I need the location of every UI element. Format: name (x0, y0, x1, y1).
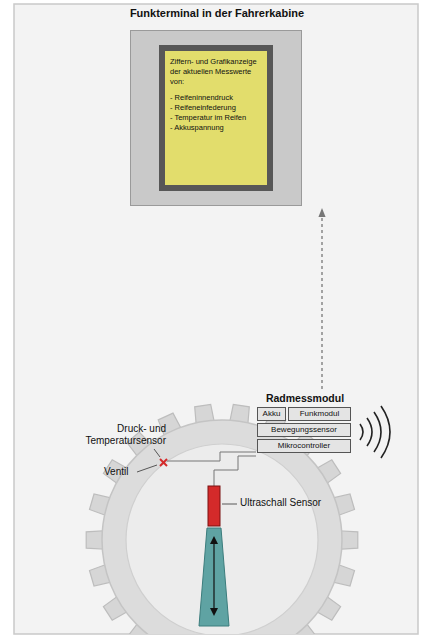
screen-list-item: - Reifeneinfederung (170, 103, 262, 113)
screen-list-item: - Temperatur im Reifen (170, 113, 262, 123)
leader-line (137, 465, 157, 472)
part-label: Akku (259, 409, 284, 419)
part-label: Mikrocontroller (259, 441, 349, 451)
module-part: Mikrocontroller (257, 439, 351, 453)
screen-text: Ziffern- und Grafikanzeige der aktuellen… (170, 57, 262, 86)
sensor-label: Druck- und Temperatursensor (80, 423, 166, 447)
wheel-module: RadmessmodulAkku FunkmodulBewegungssensor… (256, 392, 354, 453)
screen-list-item: - Reifeninnendruck (170, 93, 262, 103)
screen-list-item: - Akkuspannung (170, 123, 262, 133)
pressure-sensor (160, 459, 167, 466)
radio-terminal: Funkterminal in der FahrerkabineZiffern-… (130, 30, 302, 206)
radio-waves (360, 406, 390, 458)
heading: Radmessmodul (257, 392, 353, 404)
screws (138, 38, 294, 197)
part-label: Bewegungssensor (259, 425, 349, 435)
beam-arrowhead (210, 608, 218, 616)
heading: Funkterminal in der Fahrerkabine (111, 7, 323, 19)
module-part: Funkmodul (288, 407, 351, 421)
sensor-label: Ultraschall Sensor (240, 497, 321, 509)
rim (126, 444, 318, 634)
valve-label: Ventil (104, 466, 128, 478)
ultrasound-sensor (208, 486, 220, 526)
sensor-wire (214, 456, 256, 486)
leader-line (222, 504, 237, 505)
part-label: Funkmodul (290, 409, 349, 419)
beam-arrowhead (210, 536, 218, 544)
beam-arrow (213, 538, 214, 614)
radio-link-arrow (321, 209, 322, 389)
ultrasound-beam (199, 528, 229, 626)
module-part: Bewegungssensor (257, 423, 351, 437)
panel-background (14, 4, 418, 634)
module-part: Akku (257, 407, 286, 421)
leader-line (154, 449, 160, 457)
display-screen: Ziffern- und Grafikanzeige der aktuellen… (159, 45, 273, 191)
